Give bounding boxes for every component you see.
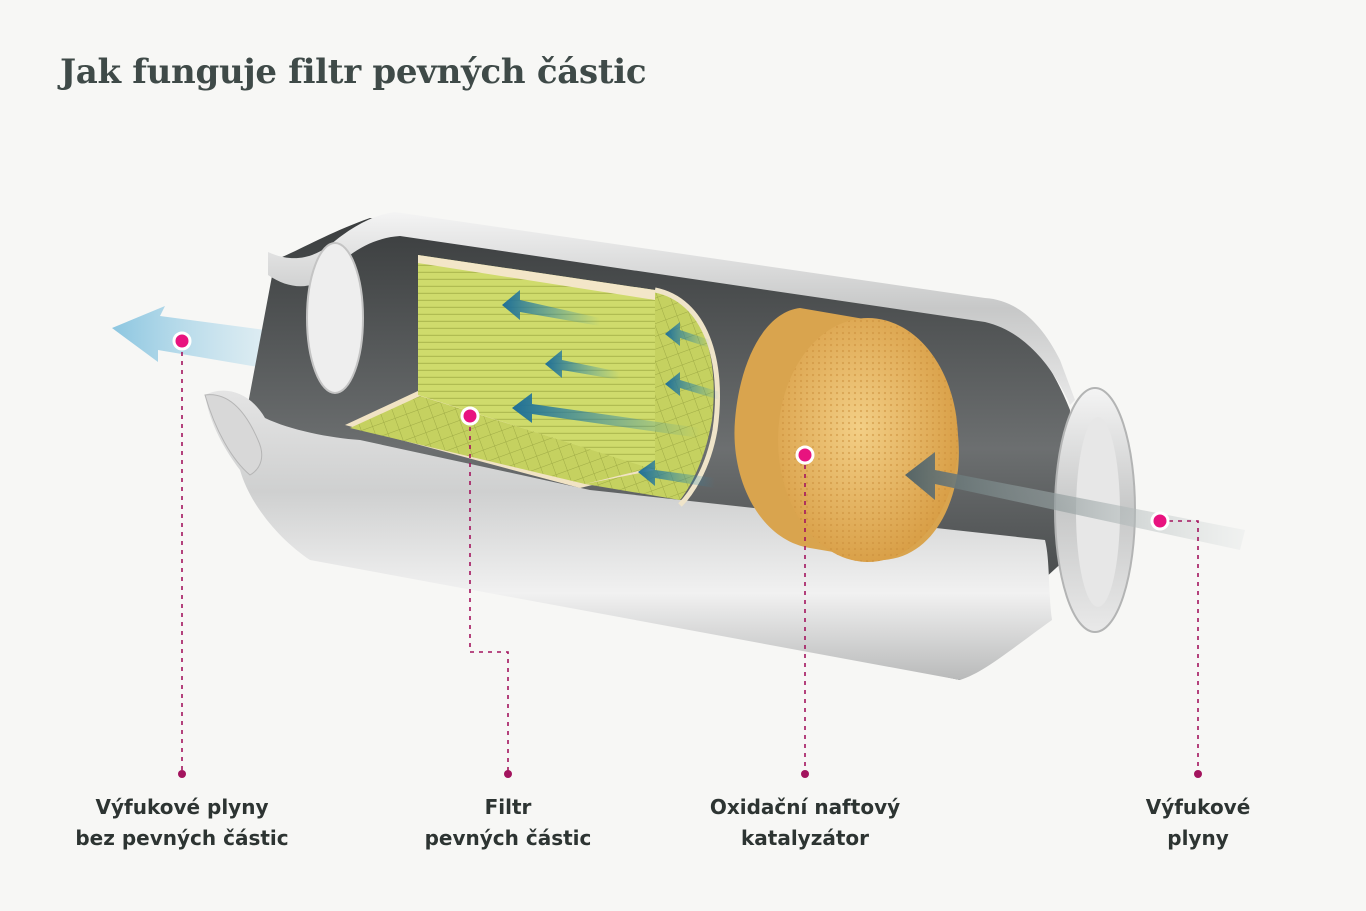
label-exhaust-in: Výfukové plyny [1048,792,1348,854]
markers [172,331,1202,778]
label-exhaust-out-line1: Výfukové plyny [95,795,269,819]
marker-catalyst [795,445,815,465]
internal-flow-arrows [502,290,720,488]
marker-filter [460,406,480,426]
label-catalyst-line1: Oxidační naftový [709,795,901,819]
marker-exhaust-in [1150,511,1170,531]
leader-lines [181,343,1199,772]
marker-exhaust-out [172,331,192,351]
leader-line-exhaust-in [1160,520,1199,772]
label-filter-line1: Filtr [484,795,532,819]
end-dot-filter [504,770,512,778]
label-catalyst: Oxidační naftový katalyzátor [655,792,955,854]
label-catalyst-line2: katalyzátor [740,826,870,850]
label-exhaust-in-line1: Výfukové [1145,795,1251,819]
oxidation-catalyst [734,308,959,562]
end-dot-exhaust-in [1194,770,1202,778]
label-filter: Filtr pevných částic [358,792,658,854]
label-exhaust-out: Výfukové plyny bez pevných částic [32,792,332,854]
leader-line-filter [469,418,509,772]
label-exhaust-out-line2: bez pevných částic [75,826,289,850]
end-dot-catalyst [801,770,809,778]
page-title: Jak funguje filtr pevných částic [60,52,647,92]
label-exhaust-in-line2: plyny [1167,826,1229,850]
label-filter-line2: pevných částic [424,826,592,850]
end-dot-exhaust-out [178,770,186,778]
